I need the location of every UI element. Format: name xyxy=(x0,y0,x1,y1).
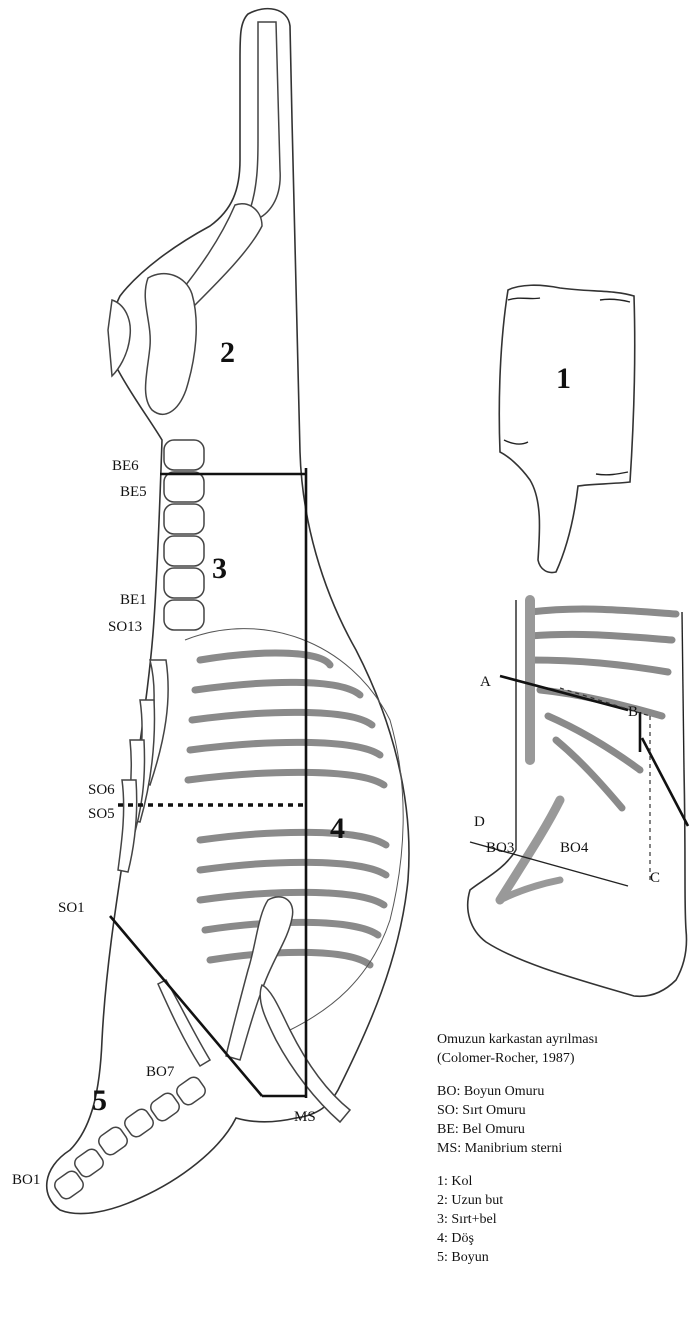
abbreviation-item: BE: Bel Omuru xyxy=(437,1120,697,1139)
region-5-label: 5 xyxy=(92,1084,107,1117)
lumbar-vertebrae xyxy=(164,440,204,630)
so5-label: SO5 xyxy=(88,806,115,822)
shoulder-separation-drawing xyxy=(468,600,688,996)
shoulder-ribs xyxy=(530,609,676,808)
region-4-label: 4 xyxy=(330,812,345,845)
abbreviation-list: BO: Boyun Omuru SO: Sırt Omuru BE: Bel O… xyxy=(437,1082,697,1158)
point-a-label: A xyxy=(480,674,491,690)
so6-label: SO6 xyxy=(88,782,115,798)
region-2-label: 2 xyxy=(220,336,235,369)
bo3-label: BO3 xyxy=(486,840,514,856)
be5-label: BE5 xyxy=(120,484,147,500)
region-3-label: 3 xyxy=(212,552,227,585)
cut-item: 2: Uzun but xyxy=(437,1191,697,1210)
caption-citation: (Colomer-Rocher, 1987) xyxy=(437,1049,697,1068)
point-d-label: D xyxy=(474,814,485,830)
carcass-drawing xyxy=(47,9,409,1214)
ms-label: MS xyxy=(294,1109,316,1125)
pelvis-bone xyxy=(145,274,196,415)
cut-line-b-right xyxy=(642,738,688,826)
so13-label: SO13 xyxy=(108,619,142,635)
carcass-outline xyxy=(47,9,409,1214)
cut-1-outline xyxy=(499,285,635,572)
caption-title: Omuzun karkastan ayrılması xyxy=(437,1030,697,1049)
point-b-label: B xyxy=(628,704,638,720)
tail-bone xyxy=(108,300,130,376)
caption-block: Omuzun karkastan ayrılması (Colomer-Roch… xyxy=(437,1030,697,1068)
cut-item: 5: Boyun xyxy=(437,1248,697,1267)
abbreviation-item: MS: Manibrium sterni xyxy=(437,1139,697,1158)
be6-label: BE6 xyxy=(112,458,139,474)
so1-label: SO1 xyxy=(58,900,85,916)
bo4-label: BO4 xyxy=(560,840,589,856)
foreleg-bone xyxy=(158,980,210,1066)
femur-bone xyxy=(248,22,280,220)
cut-item: 4: Döş xyxy=(437,1229,697,1248)
bo1-label: BO1 xyxy=(12,1172,40,1188)
cut-line-a-b xyxy=(500,676,628,710)
cut-item: 1: Kol xyxy=(437,1172,697,1191)
region-1-label: 1 xyxy=(556,362,571,395)
abbreviation-item: BO: Boyun Omuru xyxy=(437,1082,697,1101)
cut-1-drawing xyxy=(499,285,635,572)
cut-item: 3: Sırt+bel xyxy=(437,1210,697,1229)
thoracic-spine xyxy=(118,660,168,872)
bo7-label: BO7 xyxy=(146,1064,175,1080)
cervical-vertebrae xyxy=(52,1075,208,1202)
point-c-label: C xyxy=(650,870,660,886)
legend: Omuzun karkastan ayrılması (Colomer-Roch… xyxy=(437,1030,697,1281)
abbreviation-item: SO: Sırt Omuru xyxy=(437,1101,697,1120)
be1-label: BE1 xyxy=(120,592,147,608)
cut-list: 1: Kol 2: Uzun but 3: Sırt+bel 4: Döş 5:… xyxy=(437,1172,697,1267)
